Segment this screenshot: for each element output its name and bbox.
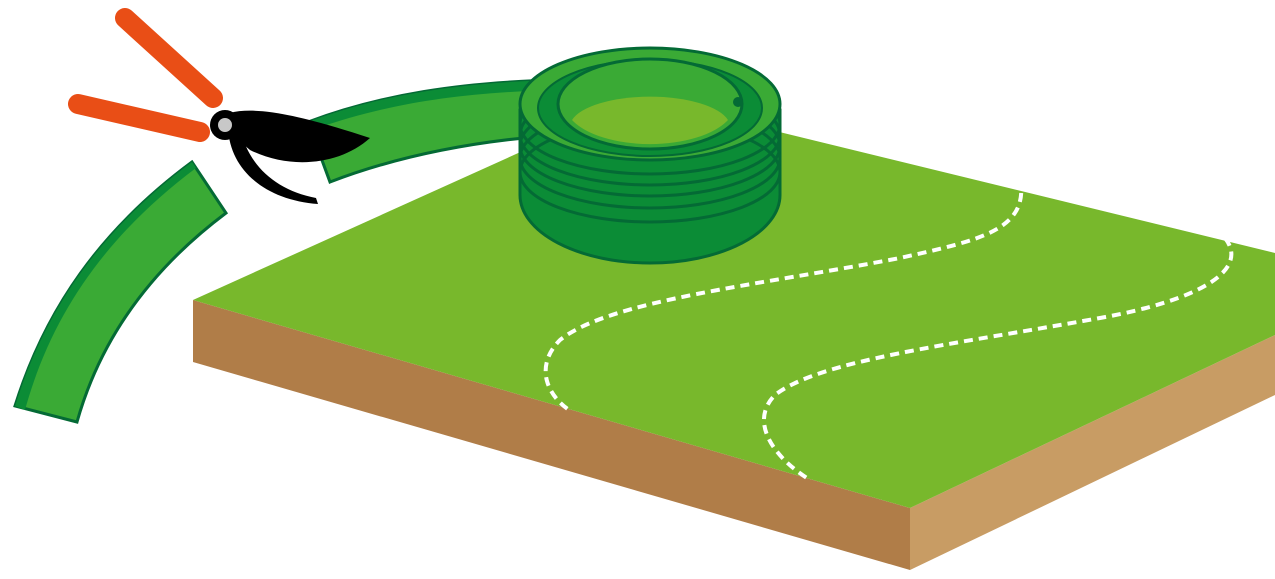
wire-strip-left-piece	[13, 159, 229, 424]
soil-left-side	[193, 300, 910, 570]
wire-coil-icon	[518, 46, 782, 265]
lawn-plot-icon	[193, 98, 1275, 570]
wire-path-dashed-2	[762, 236, 1234, 482]
wire-strip	[13, 78, 562, 424]
pruning-shears-icon	[68, 8, 370, 204]
wire-path-dashed-1	[543, 177, 1024, 414]
soil-right-side	[910, 335, 1275, 570]
grass-top	[193, 98, 1275, 508]
pivot-bolt	[218, 118, 232, 132]
